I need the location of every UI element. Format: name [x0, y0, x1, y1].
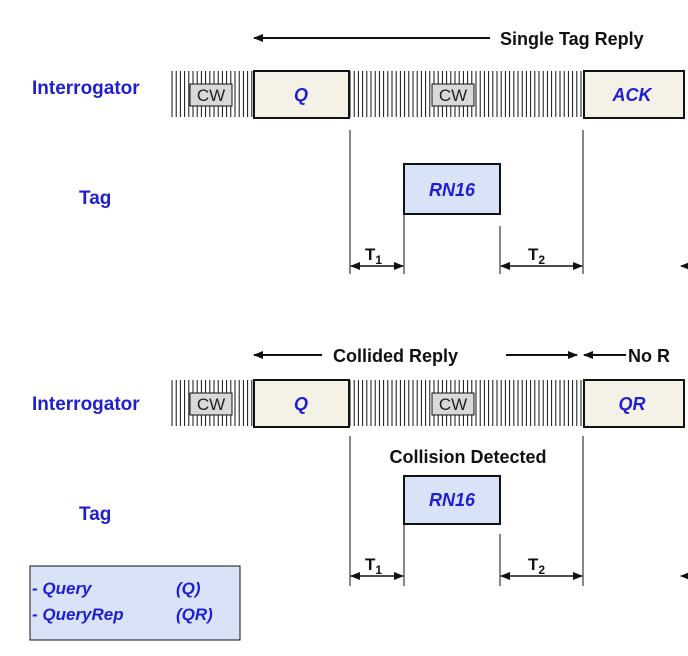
top-tag-label: Tag	[79, 188, 111, 209]
bottom-cw-box-2	[431, 392, 475, 416]
top-cw-label-2: CW	[439, 86, 467, 105]
top-query-label: Q	[294, 85, 308, 105]
legend-queryrep-name: - QueryRep	[32, 605, 124, 624]
bottom-section: Collided Reply No R Interrogator Q QR Co…	[32, 346, 688, 586]
legend-query-name: - Query	[32, 579, 93, 598]
top-cw-label-1: CW	[197, 86, 225, 105]
bottom-signal-stripes-2	[349, 380, 582, 426]
bottom-tag-label: Tag	[79, 504, 111, 525]
bottom-title-left: Collided Reply	[333, 346, 458, 366]
top-t1-label: T1	[365, 245, 382, 267]
legend-query-abbr: (Q)	[176, 579, 201, 598]
top-ack-label: ACK	[612, 85, 654, 105]
legend-background	[29, 565, 241, 641]
top-section: Single Tag Reply Interrogator Q ACK Tag …	[32, 29, 688, 274]
bottom-t1-label: T1	[365, 555, 382, 577]
top-t2-label: T2	[528, 245, 545, 267]
top-rn16-label: RN16	[429, 180, 476, 200]
bottom-rn16-label: RN16	[429, 490, 476, 510]
top-rn16-box	[403, 163, 501, 215]
bottom-query-box	[253, 379, 350, 428]
bottom-t2-label: T2	[528, 555, 545, 577]
top-interrogator-label: Interrogator	[32, 78, 140, 99]
top-ack-box	[583, 70, 685, 119]
bottom-queryrep-box	[583, 379, 685, 428]
bottom-cw-label-1: CW	[197, 395, 225, 414]
bottom-cw-label-2: CW	[439, 395, 467, 414]
bottom-interrogator-label: Interrogator	[32, 394, 140, 415]
bottom-queryrep-label: QR	[619, 394, 646, 414]
top-cw-box-2	[431, 83, 475, 107]
legend-box: - Query (Q) - QueryRep (QR)	[29, 565, 241, 641]
bottom-query-label: Q	[294, 394, 308, 414]
collision-detected-caption: Collision Detected	[389, 447, 546, 467]
top-cw-box-1	[189, 83, 233, 107]
top-query-box	[253, 70, 350, 119]
bottom-cw-box-1	[189, 392, 233, 416]
bottom-rn16-box	[403, 475, 501, 525]
bottom-title-right: No R	[628, 346, 670, 366]
legend-queryrep-abbr: (QR)	[176, 605, 213, 624]
top-title: Single Tag Reply	[500, 29, 644, 49]
